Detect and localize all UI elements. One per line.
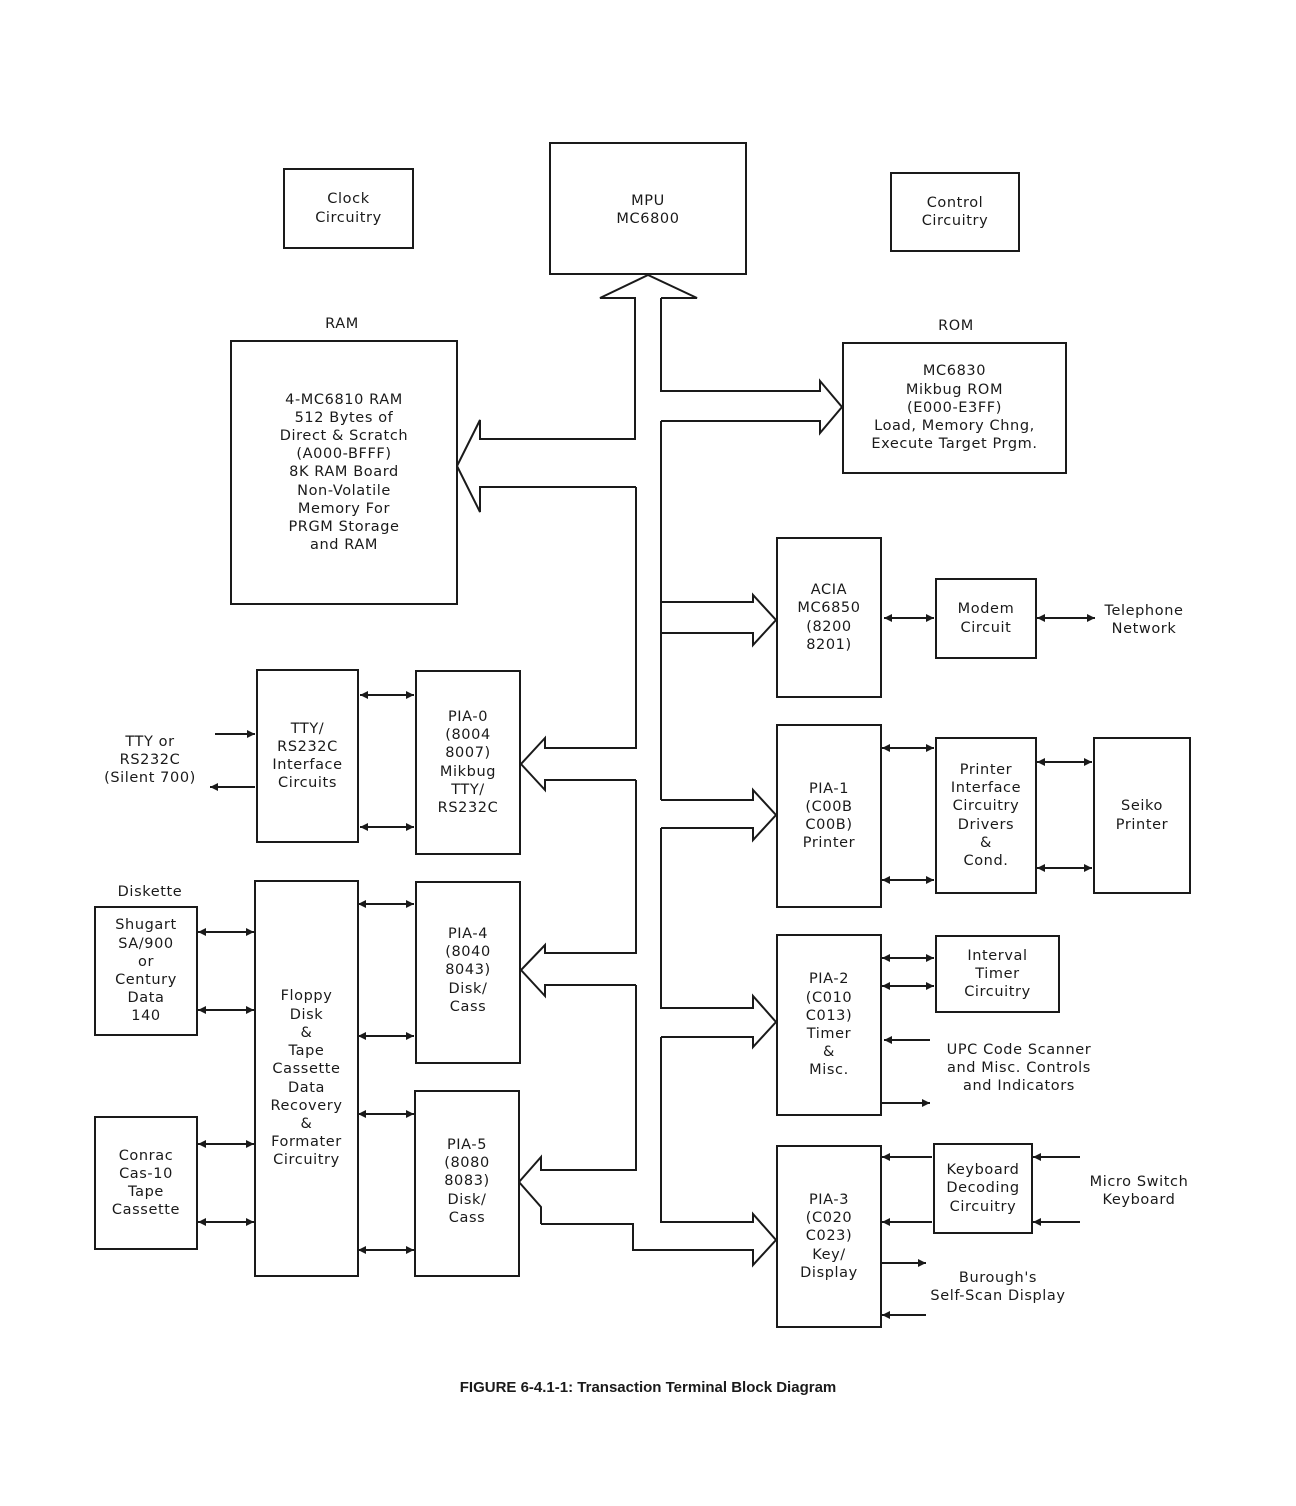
pia2-box: PIA-2 (C010 C013) Timer & Misc. [776, 934, 882, 1116]
shugart-diskette-box: Shugart SA/900 or Century Data 140 [94, 906, 198, 1036]
bus-to-pia1 [661, 787, 778, 843]
printer-interface-box: Printer Interface Circuitry Drivers & Co… [935, 737, 1037, 894]
pia3-box: PIA-3 (C020 C023) Key/ Display [776, 1145, 882, 1328]
tty-rs232c-label: TTY or RS232C (Silent 700) [104, 734, 196, 787]
pia1-box: PIA-1 (C00B C00B) Printer [776, 724, 882, 908]
control-circuitry-box: Control Circuitry [890, 172, 1020, 252]
rom-heading: ROM [938, 318, 974, 334]
bus-to-pia5 [517, 985, 637, 1224]
ram-heading: RAM [325, 316, 359, 332]
tty-interface-box: TTY/ RS232C Interface Circuits [256, 669, 359, 843]
clock-circuitry-box: Clock Circuitry [283, 168, 414, 249]
interval-timer-box: Interval Timer Circuitry [935, 935, 1060, 1013]
pia5-box: PIA-5 (8080 8083) Disk/ Cass [414, 1090, 520, 1277]
bus-to-pia0 [519, 487, 637, 793]
bus-to-pia3 [541, 1037, 778, 1268]
conrac-cassette-box: Conrac Cas-10 Tape Cassette [94, 1116, 198, 1250]
micro-switch-keyboard-label: Micro Switch Keyboard [1089, 1174, 1189, 1209]
modem-circuit-box: Modem Circuit [935, 578, 1037, 659]
bus-spine-right [660, 421, 778, 648]
acia-box: ACIA MC6850 (8200 8201) [776, 537, 882, 698]
seiko-printer-box: Seiko Printer [1093, 737, 1191, 894]
bus-to-pia2 [660, 828, 778, 1050]
bus-to-pia4 [519, 780, 637, 999]
figure-caption: FIGURE 6-4.1-1: Transaction Terminal Blo… [459, 1379, 837, 1396]
burough-display-label: Burough's Self-Scan Display [930, 1270, 1066, 1305]
floppy-tape-circuitry-box: Floppy Disk & Tape Cassette Data Recover… [254, 880, 359, 1277]
diskette-label: Diskette [117, 884, 183, 900]
bus-mpu-head [599, 273, 698, 299]
mpu-box: MPU MC6800 [549, 142, 747, 275]
rom-box: MC6830 Mikbug ROM (E000-E3FF) Load, Memo… [842, 342, 1067, 474]
pia0-box: PIA-0 (8004 8007) Mikbug TTY/ RS232C [415, 670, 521, 855]
bus-mpu-to-ram [455, 297, 636, 513]
telephone-network-label: Telephone Network [1104, 603, 1184, 638]
ram-box: 4-MC6810 RAM 512 Bytes of Direct & Scrat… [230, 340, 458, 605]
upc-scanner-label: UPC Code Scanner and Misc. Controls and … [946, 1042, 1092, 1095]
keyboard-decoding-box: Keyboard Decoding Circuitry [933, 1143, 1033, 1234]
pia4-box: PIA-4 (8040 8043) Disk/ Cass [415, 881, 521, 1064]
bus-to-rom [660, 298, 844, 436]
